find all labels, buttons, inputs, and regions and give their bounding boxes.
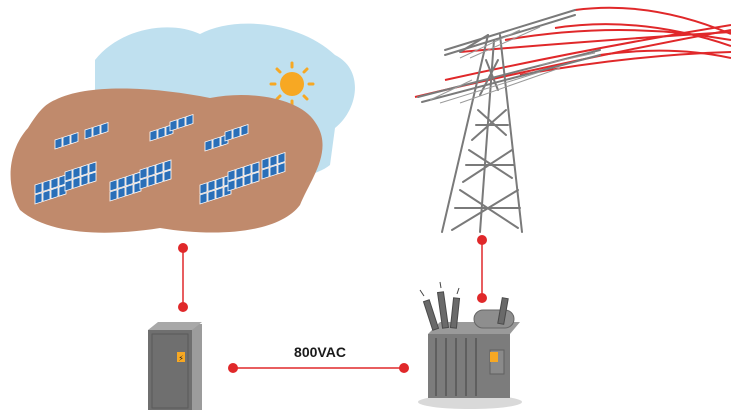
solar-farm — [10, 23, 355, 233]
link-inverter-to-transformer — [228, 363, 409, 373]
solar-panel-array — [169, 113, 194, 132]
solar-panel-array — [224, 123, 249, 142]
power-lines — [414, 6, 731, 98]
solar-panel-array — [199, 174, 232, 205]
solar-panel-array — [204, 133, 229, 152]
link-transformer-to-tower — [477, 235, 487, 303]
inverter-cabinet: ⚡ — [148, 322, 202, 410]
voltage-label: 800VAC — [294, 344, 346, 360]
solar-panel-array — [109, 171, 142, 202]
solar-panel-array — [227, 161, 260, 192]
hazard-sticker — [490, 352, 498, 362]
solar-panel-array — [139, 159, 172, 190]
connectors: 800VAC — [178, 235, 487, 373]
lightning-icon: ⚡ — [178, 354, 184, 363]
solar-panel-arrays — [34, 113, 286, 205]
solar-panel-array — [261, 151, 286, 180]
solar-panel-array — [34, 174, 67, 205]
link-solar-to-inverter — [178, 243, 188, 312]
transmission-tower — [414, 6, 731, 233]
transformer — [418, 281, 522, 409]
solar-panel-array — [54, 131, 79, 150]
solar-panel-array — [64, 161, 97, 192]
solar-panel-array — [84, 121, 109, 140]
hazard-sticker — [177, 352, 185, 362]
bushings — [422, 291, 509, 331]
ground-hill — [10, 88, 323, 233]
